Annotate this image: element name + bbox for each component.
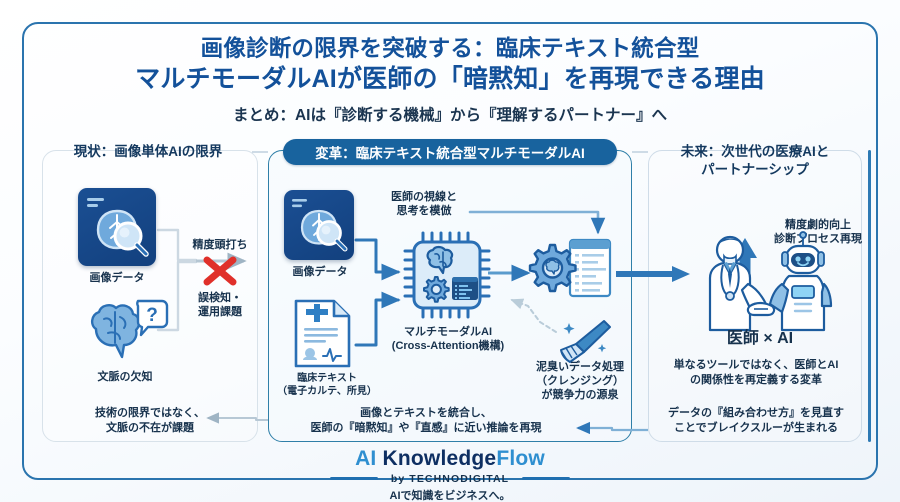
cross-mark-icon [198,254,242,288]
false-detection-label: 誤検知・ 運用課題 [198,292,242,318]
subtitle: まとめ：AIは『診断する機械』から『理解するパートナー』へ [232,107,667,124]
image-data-label-left: 画像データ [89,272,145,284]
image-data-icon-left [78,188,156,266]
doctor-ai-label: 医師 × AI [726,330,794,347]
brand-flow-text: Flow [496,447,545,470]
right-caption-2: データの『組み合わせ方』を見直す ことでブレイクスルーが生まれる [668,407,844,434]
clinical-text-label: 臨床テキスト （電子カルテ、所見） [277,373,377,397]
right-caption-1: 単なるツールではなく、医師とAI の関係性を再定義する変革 [673,359,839,386]
title-line-1: 画像診断の限界を突破する：臨床テキスト統合型 [200,36,700,61]
multimodal-ai-label: マルチモーダルAI (Cross-Attention機構) [391,326,505,352]
section-header-center: 変革：臨床テキスト統合型マルチモーダルAI [283,139,617,165]
brand-name: AI KnowledgeFlow [0,446,900,471]
context-missing-label: 文脈の欠知 [97,371,153,383]
doctor-robot-handshake-icon [690,231,833,334]
output-gear-doc-icon [528,233,616,313]
svg-text:?: ? [146,305,158,326]
image-data-label-center: 画像データ [292,266,348,278]
footer-rule-left [330,477,378,480]
broom-label: 泥臭いデータ処理 （クレンジング） が競争力の源泉 [536,361,624,401]
title-block: 画像診断の限界を突破する：臨床テキスト統合型 マルチモーダルAIが医師の「暗黙知… [0,34,900,125]
brand-tagline: AIで知識をビジネスへ。 [389,490,511,502]
brand-knowledge-text: Knowledge [382,447,497,470]
footer-branding: AI KnowledgeFlow by TECHNODIGITAL AIで知識を… [0,446,900,502]
footer-rule-right [522,477,570,480]
accuracy-improvement-label: 精度劇的向上 診断プロセス再現 [774,219,862,245]
brand-byline: by TECHNODIGITAL [390,473,510,485]
left-caption: 技術の限界ではなく、 文脈の不在が課題 [95,407,205,434]
right-accent-bar [868,150,871,442]
title-line-2: マルチモーダルAIが医師の「暗黙知」を再現できる理由 [135,65,765,93]
brain-question-icon: ? [82,295,169,367]
center-caption: 画像とテキストを統合し、 医師の『暗黙知』や『直感』に近い推論を再現 [310,407,542,434]
multimodal-ai-chip-icon [402,230,492,320]
image-data-icon-center [284,190,354,260]
broom-cleaning-icon [556,318,616,366]
section-header-right: 未来：次世代の医療AIと パートナーシップ [680,144,830,177]
mimic-label: 医師の視線と 思考を模倣 [391,191,457,217]
section-header-left: 現状：画像単体AIの限界 [73,144,223,159]
accuracy-plateau-label: 精度頭打ち [192,239,248,251]
brand-ai-text: AI [355,447,383,470]
clinical-text-icon [292,298,354,370]
